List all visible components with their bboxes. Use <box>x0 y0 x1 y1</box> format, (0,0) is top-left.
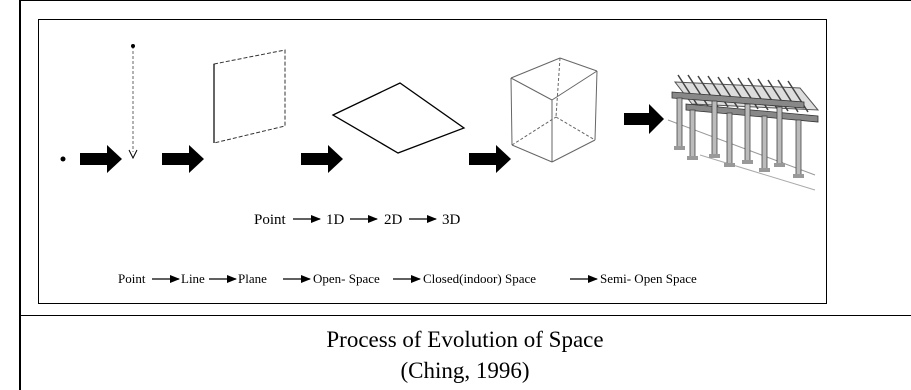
seq-long-item: Point <box>118 271 146 286</box>
plane-shape <box>213 49 286 144</box>
block-arrow-icon <box>624 104 664 134</box>
seq-long-item: Semi- Open Space <box>600 271 697 286</box>
seq-long-item: Line <box>181 271 205 286</box>
point-shape <box>60 156 66 162</box>
seq-short-item: 2D <box>384 212 403 228</box>
seq-long-item: Closed(indoor) Space <box>423 271 536 286</box>
line-shape <box>128 44 138 160</box>
table-row-divider <box>19 315 911 316</box>
figure-caption-citation: (Ching, 1996) <box>400 358 530 383</box>
seq-long-item: Open- Space <box>313 271 380 286</box>
seq-short-item: Point <box>254 212 287 228</box>
figure-caption-title: Process of Evolution of Space <box>326 327 604 352</box>
open-space-shape <box>331 82 466 154</box>
table-top-border <box>19 0 911 1</box>
seq-long-item: Plane <box>238 271 267 286</box>
block-arrow-icon <box>80 145 122 173</box>
block-arrow-icon <box>301 145 343 173</box>
seq-short-item: 3D <box>442 212 461 228</box>
seq-short-item: 1D <box>326 212 345 228</box>
block-arrow-icon <box>469 145 511 173</box>
closed-space-cube <box>510 57 598 163</box>
figure-frame <box>38 19 827 304</box>
figure-table <box>19 0 911 390</box>
sequence-long: Point Line Plane Open- Space Closed(indo… <box>118 271 697 286</box>
block-arrow-icon <box>162 145 204 173</box>
pergola-semi-open-space <box>667 74 820 191</box>
sequence-short: Point 1D 2D 3D <box>254 212 461 228</box>
